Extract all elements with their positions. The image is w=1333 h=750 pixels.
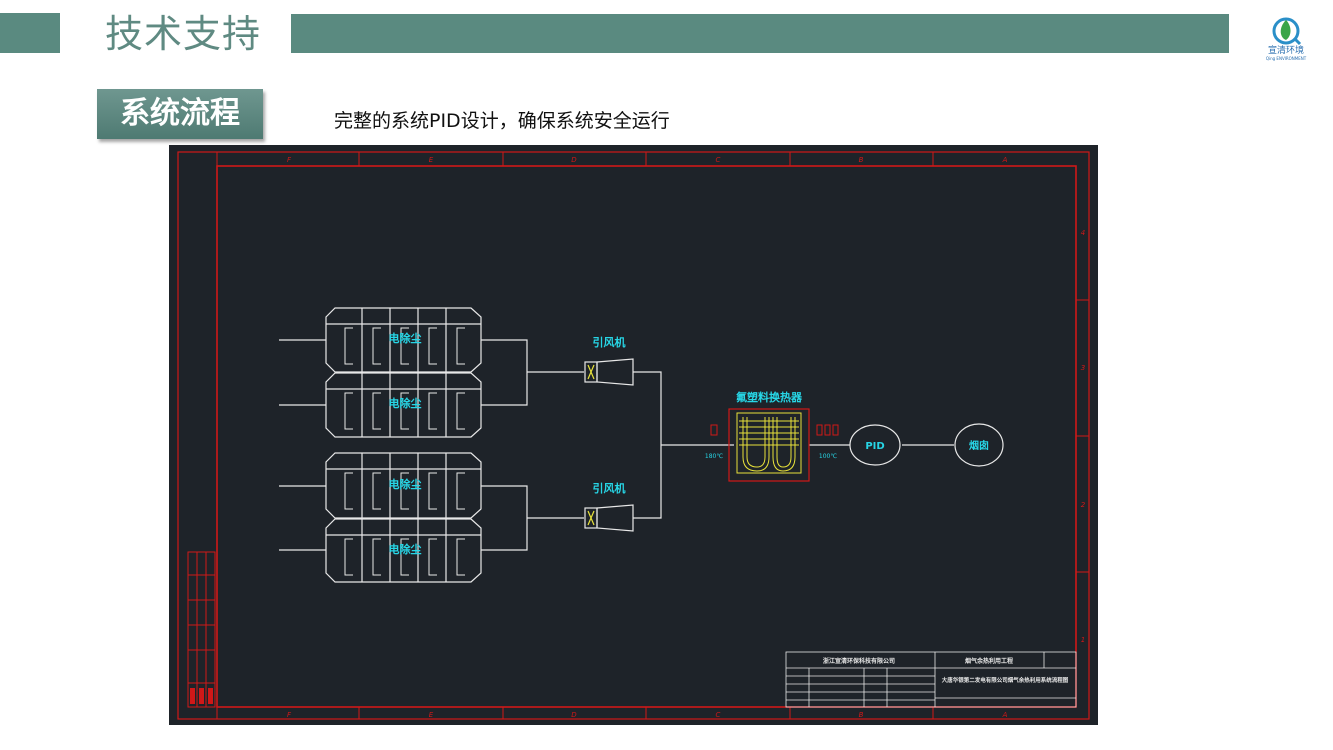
zone-letter-bottom-a: A [1002, 711, 1008, 719]
zone-letter-bottom-f: F [287, 711, 292, 719]
zone-letter-bottom-c: C [716, 711, 721, 719]
zone-letter-top-a: A [1002, 156, 1008, 164]
header-bar [291, 14, 1229, 53]
precipitator-label-3: 电除尘 [389, 477, 422, 491]
zone-letter-top-d: D [571, 156, 577, 164]
exchanger-label: 氟塑料换热器 [736, 390, 803, 404]
zone-number-3: 3 [1081, 364, 1085, 372]
precipitator-group [325, 307, 482, 583]
precipitator-label-1: 电除尘 [389, 331, 422, 345]
logo-name: 宣清环境 [1267, 46, 1304, 56]
logo-subtitle: Qing ENVIRONMENT [1265, 56, 1307, 61]
heat-exchanger [728, 408, 810, 482]
header-accent-block [0, 13, 60, 53]
zone-number-4: 4 [1081, 229, 1085, 237]
logo-icon [1272, 17, 1302, 46]
zone-letter-bottom-d: D [571, 711, 577, 719]
zone-letter-top-b: B [859, 156, 864, 164]
zone-number-2: 2 [1081, 501, 1086, 509]
title-block-project: 烟气余热利用工程 [965, 657, 1013, 665]
zone-letter-top-c: C [716, 156, 721, 164]
precipitator-2 [325, 372, 482, 438]
precipitator-label-4: 电除尘 [389, 542, 422, 556]
section-subtitle: 完整的系统PID设计，确保系统安全运行 [334, 110, 670, 132]
chimney-label: 烟囱 [969, 439, 989, 452]
title-block-company: 浙江宣清环保科技有限公司 [823, 657, 895, 665]
zone-letter-top-f: F [287, 156, 292, 164]
precipitator-3 [325, 452, 482, 519]
page-title: 技术支持 [105, 12, 262, 56]
pid-drawing: F E D C B A F E D C B A 4 3 2 1 [169, 145, 1098, 725]
chimney [954, 423, 1004, 467]
precipitator-4 [325, 518, 482, 583]
piping [279, 339, 954, 551]
section-tag: 系统流程 [97, 89, 263, 139]
induced-fan-1 [584, 358, 634, 386]
pid-controller [849, 424, 901, 466]
title-block-drawing-name: 大唐华银第二发电有限公司烟气余热利用系统流程图 [942, 676, 1069, 684]
zone-number-1: 1 [1081, 636, 1085, 644]
induced-fan-2 [584, 504, 634, 532]
title-block [785, 651, 1077, 708]
precipitator-label-2: 电除尘 [389, 396, 422, 410]
fan-label-1: 引风机 [593, 335, 626, 349]
zone-letter-bottom-e: E [429, 711, 434, 719]
precipitator-1 [325, 307, 482, 373]
temp-out-label: 100℃ [819, 453, 837, 460]
zone-letter-bottom-b: B [859, 711, 864, 719]
zone-letter-top-e: E [429, 156, 434, 164]
fan-label-2: 引风机 [593, 481, 626, 495]
temp-in-label: 180℃ [705, 453, 723, 460]
pid-label: PID [865, 441, 884, 452]
